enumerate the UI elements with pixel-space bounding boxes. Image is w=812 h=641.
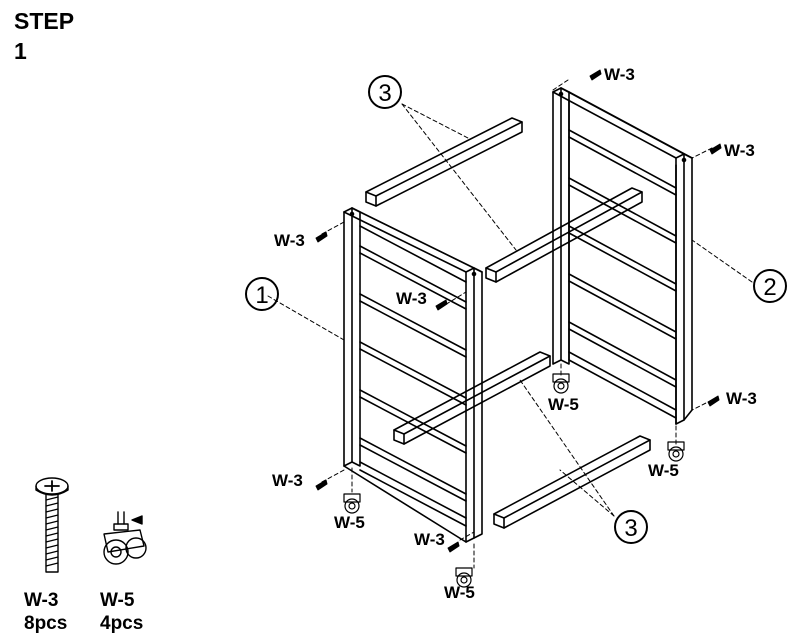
caster-markers	[343, 373, 685, 588]
part-3-top-circle	[368, 75, 402, 109]
caster-icon	[103, 511, 147, 565]
callout-w3-right-bottom: W-3	[726, 389, 757, 408]
callout-w5-right: W-5	[648, 461, 679, 480]
crossbars	[365, 117, 651, 529]
part-3-bottom-label: 3	[624, 515, 637, 542]
callout-w5-left: W-5	[334, 513, 365, 532]
callout-w5-back: W-5	[548, 395, 579, 414]
legend-w5-qty: 4pcs	[100, 613, 143, 634]
screw-markers	[315, 69, 722, 553]
legend-w3-code: W-3	[24, 590, 58, 611]
callout-w3-right-top: W-3	[724, 141, 755, 160]
callout-w3-front-bottom: W-3	[414, 530, 445, 549]
part-1-label: 1	[255, 282, 268, 309]
right-frame	[552, 87, 693, 425]
callout-w3-middle: W-3	[396, 289, 427, 308]
callout-w3-left-top: W-3	[274, 231, 305, 250]
hardware-legend	[35, 477, 147, 573]
part-3-bottom-circle	[614, 510, 648, 544]
callout-w5-front: W-5	[444, 583, 475, 602]
step-number: 1	[14, 38, 27, 64]
part-number-circles	[245, 75, 787, 544]
part-3-top-label: 3	[378, 80, 391, 107]
part-2-circle	[753, 269, 787, 303]
callout-w3-back-top: W-3	[604, 65, 635, 84]
callout-w3-left-bottom: W-3	[272, 471, 303, 490]
legend-w3-qty: 8pcs	[24, 613, 67, 634]
part-1-circle	[245, 277, 279, 311]
screw-icon	[35, 477, 69, 573]
left-frame	[343, 207, 483, 543]
leader-lines	[267, 79, 753, 569]
step-word: STEP	[14, 8, 75, 34]
step-title: STEP 1	[14, 6, 74, 66]
part-2-label: 2	[763, 274, 776, 301]
legend-w5-code: W-5	[100, 590, 135, 611]
